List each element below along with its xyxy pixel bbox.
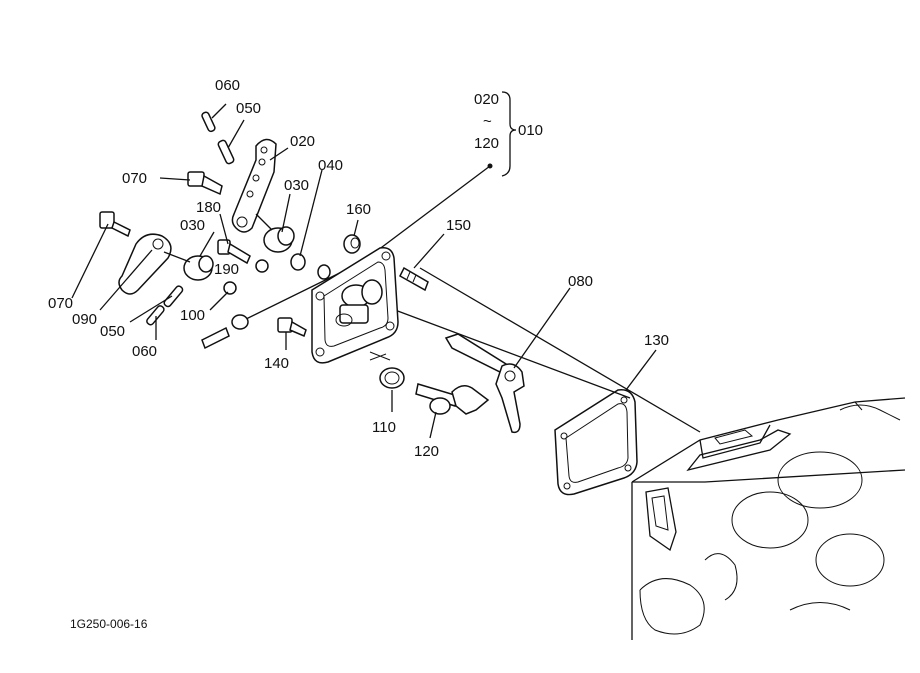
label-060-left: 060 xyxy=(132,343,157,360)
stud-lower xyxy=(201,314,249,350)
label-150: 150 xyxy=(446,217,471,234)
label-130: 130 xyxy=(644,332,669,349)
label-060-top: 060 xyxy=(215,77,240,94)
label-050-top: 050 xyxy=(236,100,261,117)
governor-cover xyxy=(311,246,399,364)
pins-left xyxy=(146,285,184,326)
label-080: 080 xyxy=(568,273,593,290)
label-050-left: 050 xyxy=(100,323,125,340)
range-tilde: ~ xyxy=(483,113,492,130)
gasket-130 xyxy=(554,389,638,496)
label-030-right: 030 xyxy=(284,177,309,194)
reference-code: 1G250-006-16 xyxy=(70,617,148,631)
label-160: 160 xyxy=(346,201,371,218)
range-from-label: 020 xyxy=(474,91,499,108)
lever-020 xyxy=(231,138,277,233)
pins-top xyxy=(201,111,235,165)
label-140: 140 xyxy=(264,355,289,372)
small-leaders xyxy=(71,103,657,439)
callout-labels: 060 050 020 040 030 070 180 030 190 160 … xyxy=(48,77,669,631)
label-110: 110 xyxy=(372,419,396,436)
label-020: 020 xyxy=(290,133,315,150)
label-100: 100 xyxy=(180,307,205,324)
bolt-070-top xyxy=(187,171,223,196)
label-040: 040 xyxy=(318,157,343,174)
label-180: 180 xyxy=(196,199,221,216)
bushing-160 xyxy=(343,234,361,254)
washer-100 xyxy=(223,281,237,295)
label-070-left: 070 xyxy=(48,295,73,312)
range-to-label: 120 xyxy=(474,135,499,152)
label-030-left: 030 xyxy=(180,217,205,234)
label-070-top: 070 xyxy=(122,170,147,187)
joint-030-right xyxy=(255,213,295,253)
lever-090 xyxy=(118,233,214,295)
engine-block xyxy=(631,397,906,640)
label-090: 090 xyxy=(72,311,97,328)
o-ring-040 xyxy=(290,253,306,271)
label-120-shaft: 120 xyxy=(414,443,439,460)
bolt-070-left xyxy=(99,211,131,238)
fork-lever-080 xyxy=(444,333,525,434)
stud-150 xyxy=(399,266,429,292)
label-190: 190 xyxy=(214,261,239,278)
bolt-180 xyxy=(217,239,331,280)
bolt-140 xyxy=(277,317,307,338)
assembly-label-010: 010 xyxy=(518,122,543,139)
assembly-bracket xyxy=(501,91,517,177)
shaft-120 xyxy=(369,351,490,415)
